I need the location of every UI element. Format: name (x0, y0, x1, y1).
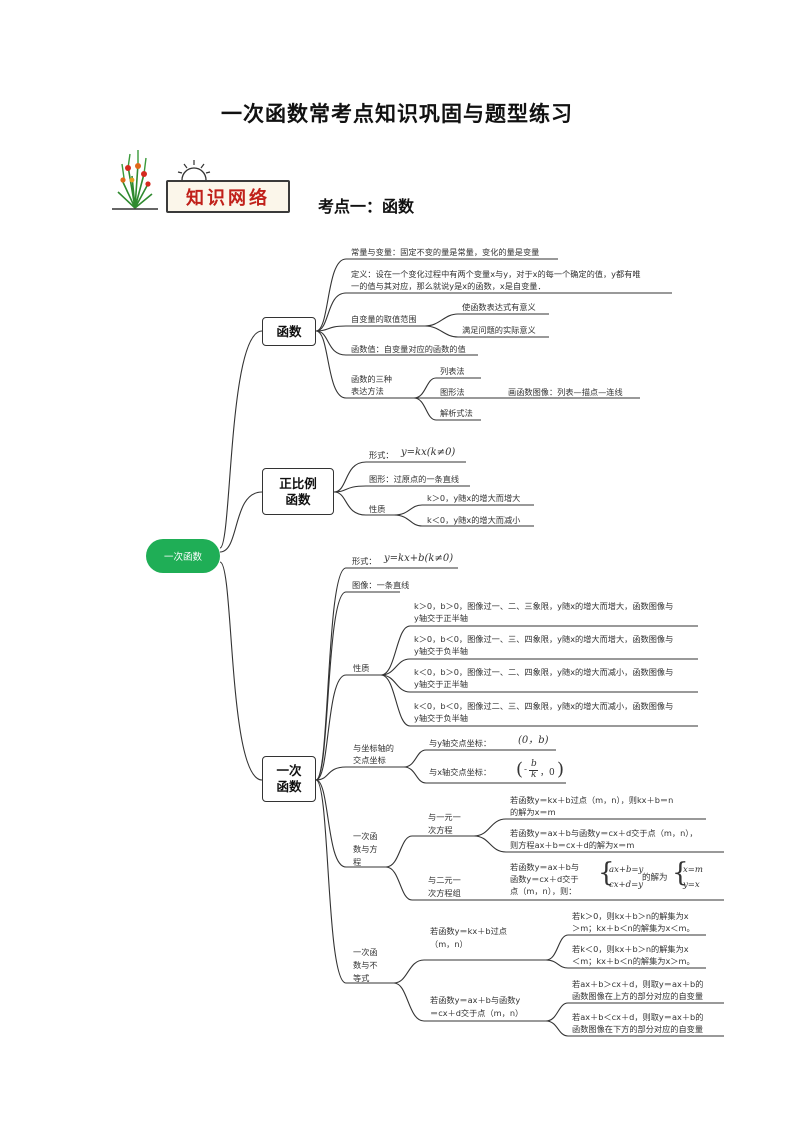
linear-graph-text: 图像：一条直线 (352, 580, 410, 590)
ineq-intersect-text-1: 若函数y＝ax＋b与函数y (430, 995, 521, 1005)
x-intercept-denominator: k (531, 770, 537, 780)
node-proportional-function: 正比例 函数 (262, 468, 334, 515)
sun-decoration-icon (177, 160, 211, 181)
system-1-top: ax+b=y (609, 865, 644, 875)
repr-graph-text: 图形法 (440, 387, 465, 397)
root-node: 一次函数 (146, 539, 220, 573)
ineq-point-a-2: ＞m；kx＋b＜n的解集为x＜m。 (572, 923, 695, 933)
node-linear-label-2: 函数 (276, 779, 302, 794)
proportional-form-label: 形式： (369, 450, 394, 460)
linear-prop-3-line-2: y轴交于正半轴 (414, 679, 468, 689)
y-intercept-label: 与y轴交点坐标： (429, 738, 492, 748)
inequality-text-2: 数与不 (353, 960, 378, 970)
proportional-graph-text: 图形：过原点的一条直线 (369, 474, 460, 484)
one-var-eq-text-2: 次方程 (428, 825, 453, 835)
linear-prop-2-line-2: y轴交于负半轴 (414, 646, 468, 656)
one-var-eq-a-2: 的解为x＝m (510, 807, 556, 817)
ineq-point-text-1: 若函数y＝kx＋b过点 (430, 926, 507, 936)
domain-text: 自变量的取值范围 (351, 314, 417, 324)
proportional-prop-1: k＞0，y随x的增大而增大 (427, 493, 521, 503)
node-function: 函数 (262, 317, 316, 346)
linear-prop-2-line-1: k＞0，b＜0，图像过一、三、四象限，y随x的增大而增大，函数图像与 (414, 634, 674, 644)
inequality-text-1: 一次函 (353, 947, 378, 957)
axis-intercept-text-2: 交点坐标 (353, 755, 386, 765)
linear-prop-4-line-1: k＜0，b＜0，图像过二、三、四象限，y随x的增大而减小，函数图像与 (414, 701, 674, 711)
ineq-point-b-2: ＜m；kx＋b＜n的解集为x＞m。 (572, 956, 695, 966)
node-proportional-label-1: 正比例 (279, 475, 317, 491)
repr-list-text: 列表法 (440, 366, 465, 376)
linear-prop-3-line-1: k＜0，b＞0，图像过一、二、四象限，y随x的增大而减小，函数图像与 (414, 667, 674, 677)
node-proportional-label-2: 函数 (285, 491, 311, 507)
two-var-eq-text-2: 次方程组 (428, 888, 461, 898)
ineq-intersect-b-1: 若ax＋b＜cx＋d，则取y＝ax＋b的 (572, 1012, 704, 1022)
system-mid-text: 的解为 (642, 873, 668, 883)
equation-system: { ax+b=y cx+d=y 的解为 { x=m y=x (598, 858, 703, 890)
axis-intercept-text-1: 与坐标轴的 (353, 743, 394, 753)
two-var-eq-desc-3: 点（m，n），则： (510, 886, 577, 896)
document-title: 一次函数常考点知识巩固与题型练习 (221, 101, 573, 126)
equation-text-3: 程 (353, 857, 362, 867)
domain-item-2: 满足问题的实际意义 (462, 325, 536, 335)
one-var-eq-b-1: 若函数y＝ax＋b与函数y＝cx＋d交于点（m，n）， (510, 828, 698, 838)
system-1-bottom: cx+d=y (609, 880, 644, 890)
ineq-intersect-a-2: 函数图像在上方的部分对应的自变量 (572, 991, 704, 1001)
ineq-intersect-text-2: ＝cx＋d交于点（m，n） (430, 1008, 524, 1018)
ineq-point-b-1: 若k＜0，则kx＋b＞n的解集为x (572, 944, 689, 954)
linear-property-text: 性质 (353, 663, 370, 673)
equation-text-1: 一次函 (353, 831, 378, 841)
proportional-form-formula: y=kx(k≠0) (401, 447, 456, 458)
constant-variable-text: 常量与变量：固定不变的量是常量，变化的量是变量 (351, 247, 540, 257)
ineq-intersect-a-1: 若ax＋b＞cx＋d，则取y＝ax＋b的 (572, 979, 704, 989)
x-intercept-value: ( - b k ，0 ) (516, 759, 565, 780)
proportional-prop-2: k＜0，y随x的增大而减小 (427, 515, 521, 525)
domain-item-1: 使函数表达式有意义 (462, 302, 536, 312)
one-var-eq-text-1: 与一元一 (428, 812, 461, 822)
repr-graph-note: 画函数图像：列表—描点—连线 (508, 387, 623, 397)
linear-form-formula: y=kx+b(k≠0) (384, 553, 454, 564)
linear-prop-1-line-2: y轴交于正半轴 (414, 613, 468, 623)
proportional-property-text: 性质 (369, 504, 386, 514)
two-var-eq-desc-2: 函数y＝cx＋d交于 (510, 874, 579, 884)
ineq-point-a-1: 若k＞0，则kx＋b＞n的解集为x (572, 911, 689, 921)
ineq-intersect-b-2: 函数图像在下方的部分对应的自变量 (572, 1024, 704, 1034)
definition-text-1: 定义：设在一个变化过程中有两个变量x与y，对于x的每一个确定的值，y都有唯 (351, 269, 641, 279)
function-value-text: 函数值：自变量对应的函数的值 (351, 344, 466, 354)
plant-decoration-icon (112, 150, 158, 210)
system-2-top: x=m (683, 865, 703, 875)
linear-prop-4-line-2: y轴交于负半轴 (414, 713, 468, 723)
one-var-eq-b-2: 则方程ax＋b＝cx＋d的解为x＝m (510, 840, 635, 850)
definition-text-2: 一的值与其对应，那么就说y是x的函数，x是自变量． (351, 281, 546, 291)
banner-label: 知识网络 (186, 188, 270, 209)
inequality-text-3: 等式 (353, 973, 370, 983)
two-var-eq-desc-1: 若函数y＝ax＋b与 (510, 862, 580, 872)
two-var-eq-text-1: 与二元一 (428, 875, 461, 885)
linear-prop-1-line-1: k＞0，b＞0，图像过一、二、三象限，y随x的增大而增大，函数图像与 (414, 601, 674, 611)
node-linear-function: 一次 函数 (262, 756, 316, 802)
x-intercept-numerator: b (531, 759, 537, 769)
node-function-label: 函数 (276, 323, 302, 339)
linear-form-label: 形式： (352, 556, 377, 566)
one-var-eq-a-1: 若函数y＝kx＋b过点（m，n），则kx＋b＝n (510, 795, 674, 805)
system-2-bottom: y=x (683, 880, 700, 890)
knowledge-network-banner: 知识网络 (166, 180, 290, 213)
equation-text-2: 数与方 (353, 844, 378, 854)
representation-text-1: 函数的三种 (351, 374, 392, 384)
section-title: 考点一：函数 (318, 197, 415, 216)
representation-text-2: 表达方法 (351, 386, 384, 396)
y-intercept-value: (0，b) (518, 735, 549, 746)
ineq-point-text-2: （m，n） (430, 939, 468, 949)
x-intercept-label: 与x轴交点坐标： (429, 767, 492, 777)
repr-formula-text: 解析式法 (440, 408, 473, 418)
node-linear-label-1: 一次 (276, 763, 302, 778)
